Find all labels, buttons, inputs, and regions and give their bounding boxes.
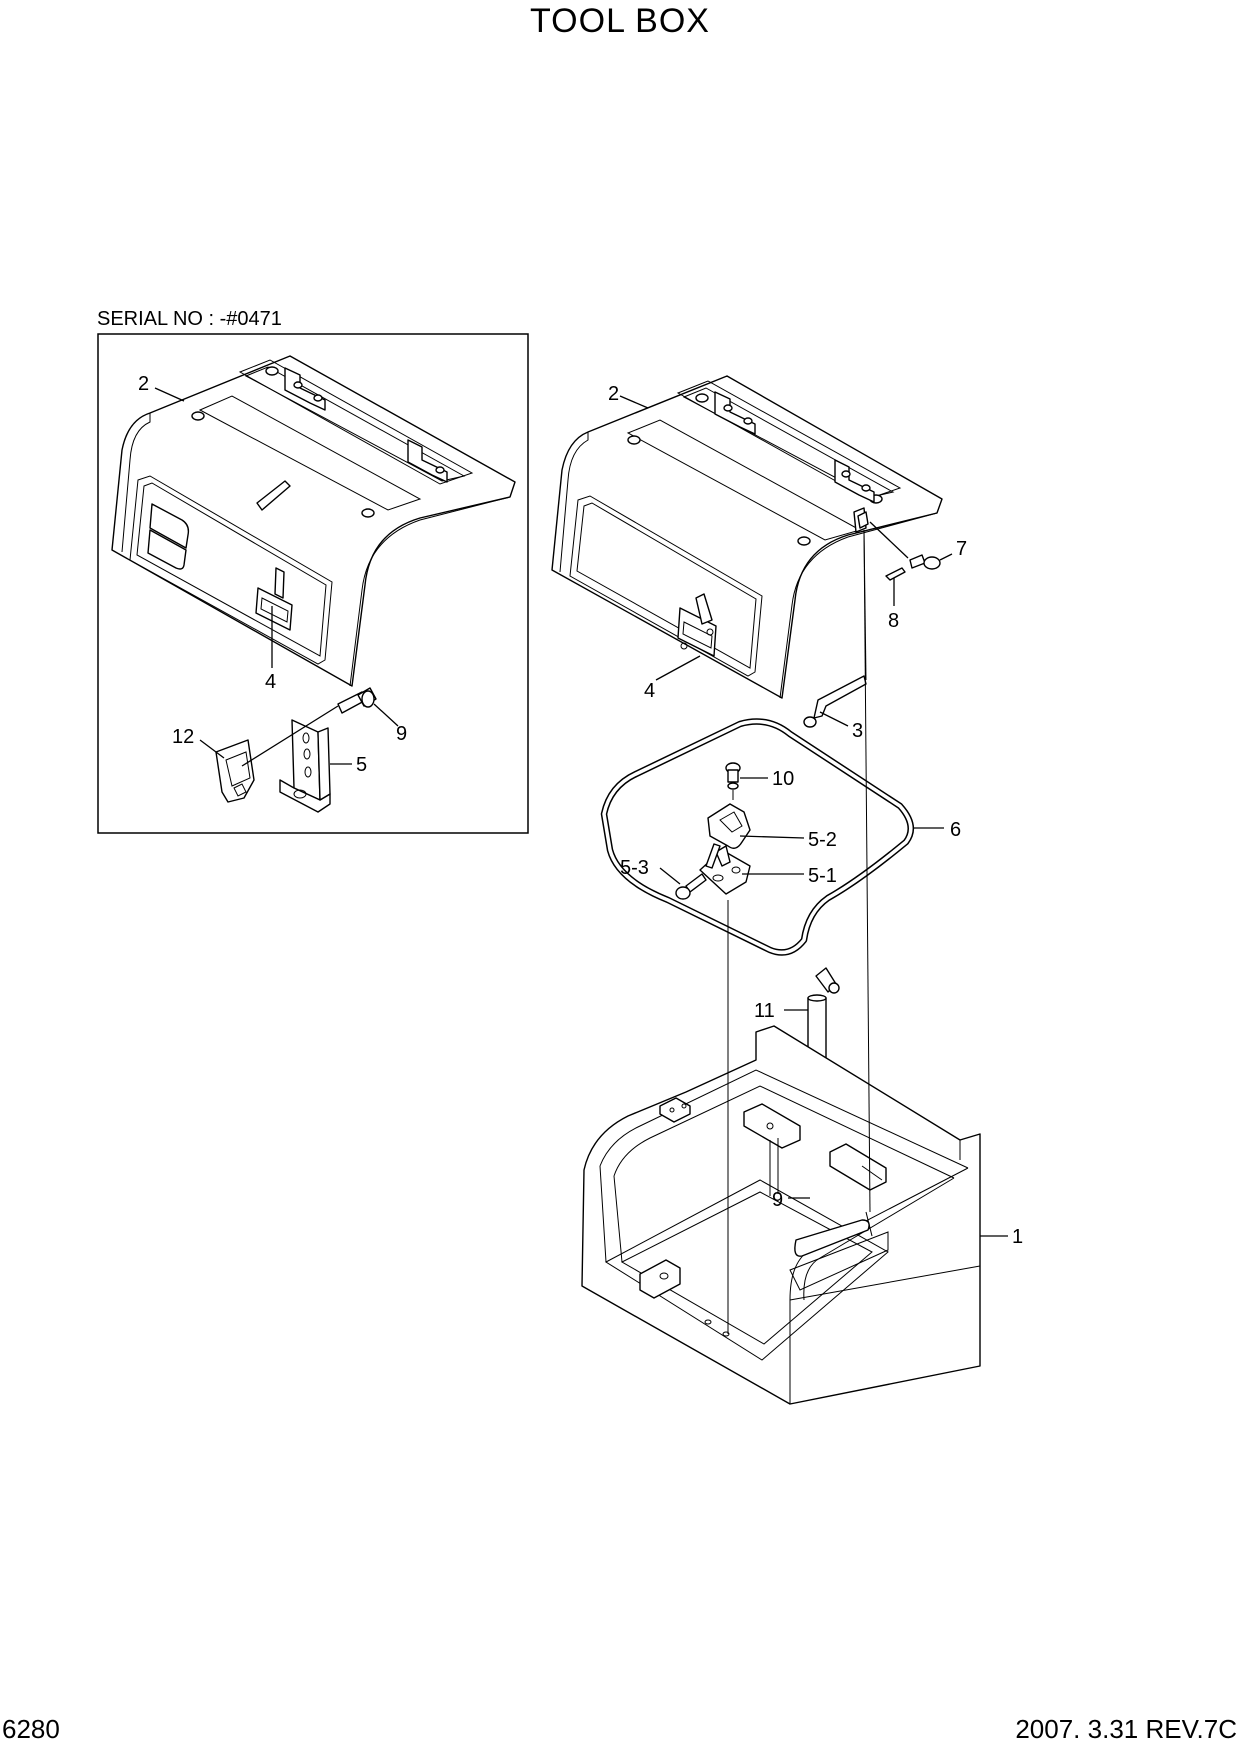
main-cover <box>551 375 943 699</box>
page-title: TOOL BOX <box>530 2 710 40</box>
main-latch-link <box>705 843 721 869</box>
callout-inset-9: 9 <box>396 723 407 745</box>
callout-main-4: 4 <box>644 680 655 702</box>
callout-main-6: 6 <box>950 819 961 841</box>
page-number: 6280 <box>2 1714 60 1744</box>
revision-date: 2007. 3.31 REV.7C <box>1015 1714 1237 1744</box>
callout-main-8: 8 <box>888 610 899 632</box>
callout-main-5-1: 5-1 <box>808 865 837 887</box>
callout-main-2: 2 <box>608 383 619 405</box>
callout-main-9: 9 <box>772 1189 783 1211</box>
callout-main-3: 3 <box>852 720 863 742</box>
callout-inset-2: 2 <box>138 373 149 395</box>
main-assembly-lines <box>727 529 873 1334</box>
main-seal <box>600 718 915 956</box>
inset-leaders <box>154 387 399 767</box>
callout-inset-4: 4 <box>265 671 276 693</box>
callout-main-10: 10 <box>772 768 794 790</box>
inset-striker <box>215 739 255 803</box>
callout-main-1: 1 <box>1012 1226 1023 1248</box>
callout-inset-12: 12 <box>172 726 194 748</box>
main-pin <box>909 554 941 570</box>
callout-main-7: 7 <box>956 538 967 560</box>
inset-bracket <box>279 719 331 813</box>
main-bolt-5-3 <box>675 873 707 900</box>
inset-bolt <box>337 687 377 714</box>
main-bracket-5-1 <box>699 845 751 895</box>
main-bolt-10 <box>725 762 741 800</box>
main-hinge <box>853 507 869 533</box>
inset-cover <box>111 355 516 687</box>
main-clip <box>885 567 906 581</box>
callout-inset-5: 5 <box>356 754 367 776</box>
main-toolbox <box>581 1025 981 1405</box>
inset-frame <box>97 333 529 834</box>
callout-main-5-3: 5-3 <box>620 857 649 879</box>
callout-main-5-2: 5-2 <box>808 829 837 851</box>
main-stay-rod <box>803 529 867 728</box>
callout-main-11: 11 <box>754 1000 775 1022</box>
serial-number-label: SERIAL NO : -#0471 <box>97 308 282 330</box>
main-bracket-5-2 <box>707 803 751 849</box>
main-leaders <box>619 395 1008 1237</box>
